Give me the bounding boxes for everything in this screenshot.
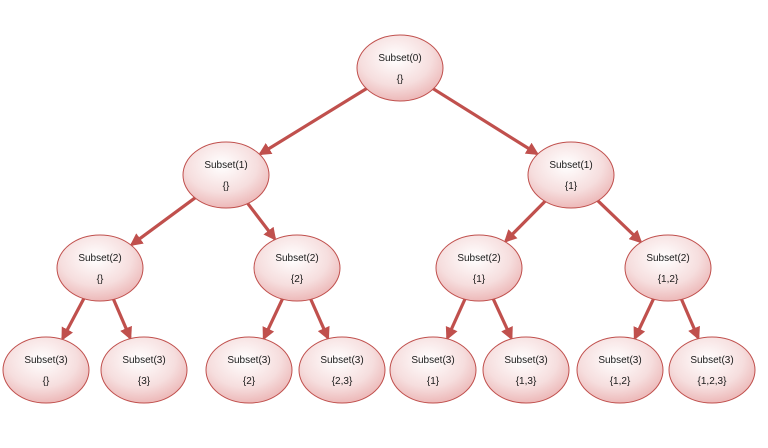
node-ellipse (298, 336, 386, 404)
node-ellipse (482, 336, 570, 404)
edge-arrow-n1b-n2c (503, 199, 547, 243)
nodes-layer: Subset(0){}Subset(1){}Subset(1){1}Subset… (2, 34, 756, 404)
tree-node: Subset(1) {} (182, 141, 270, 209)
tree-node: Subset(3) {} (2, 336, 90, 404)
tree-node: Subset(3) {1} (389, 336, 477, 404)
node-ellipse (356, 34, 444, 102)
node-ellipse (205, 336, 293, 404)
node-ellipse (253, 234, 341, 302)
edge-arrow-n2d-n3h (679, 297, 700, 341)
node-ellipse (56, 234, 144, 302)
node-title: Subset(3) (24, 355, 67, 366)
node-title: Subset(3) (320, 355, 363, 366)
edge-arrow-n1b-n2d (596, 198, 643, 244)
node-title: Subset(2) (275, 253, 318, 264)
tree-node: Subset(3) {1,2,3} (668, 336, 756, 404)
tree-node: Subset(3) {1,3} (482, 336, 570, 404)
tree-node: Subset(3) {3} (100, 336, 188, 404)
tree-node: Subset(3) {1,2} (576, 336, 664, 404)
node-title: Subset(3) (122, 355, 165, 366)
node-set-value: {1,2} (658, 274, 679, 285)
node-title: Subset(2) (646, 253, 689, 264)
node-set-value: {3} (138, 376, 151, 387)
tree-node: Subset(0) {} (356, 34, 444, 102)
tree-node: Subset(2) {} (56, 234, 144, 302)
edge-arrow-n1a-n2b (245, 201, 277, 241)
node-title: Subset(3) (411, 355, 454, 366)
node-set-value: {} (397, 74, 404, 85)
node-ellipse (576, 336, 664, 404)
node-set-value: {2,3} (332, 376, 353, 387)
node-set-value: {} (97, 274, 104, 285)
tree-node: Subset(2) {2} (253, 234, 341, 302)
node-ellipse (389, 336, 477, 404)
node-set-value: {1} (565, 181, 578, 192)
edge-arrow-n2a-n3a (61, 296, 86, 341)
node-set-value: {2} (243, 376, 256, 387)
node-title: Subset(3) (504, 355, 547, 366)
edge-arrow-n2c-n3f (491, 297, 513, 341)
node-set-value: {1} (427, 376, 440, 387)
node-title: Subset(1) (204, 160, 247, 171)
node-title: Subset(3) (227, 355, 270, 366)
edge-arrow-n2a-n3b (111, 297, 132, 341)
tree-node: Subset(3) {2} (205, 336, 293, 404)
node-title: Subset(3) (598, 355, 641, 366)
tree-node: Subset(3) {2,3} (298, 336, 386, 404)
edge-arrow-n0-n1b (431, 86, 539, 155)
edge-arrow-n2b-n3d (308, 297, 330, 341)
node-ellipse (435, 234, 523, 302)
edge-arrow-n2d-n3g (633, 297, 656, 341)
node-set-value: {1,2,3} (698, 376, 728, 387)
node-ellipse (668, 336, 756, 404)
node-set-value: {1,3} (516, 376, 537, 387)
node-title: Subset(2) (457, 253, 500, 264)
node-ellipse (2, 336, 90, 404)
node-set-value: {1,2} (610, 376, 631, 387)
node-ellipse (527, 141, 615, 209)
edge-arrow-n0-n1a (258, 86, 369, 156)
node-set-value: {} (223, 181, 230, 192)
node-title: Subset(2) (78, 253, 121, 264)
node-set-value: {1} (473, 274, 486, 285)
tree-node: Subset(2) {1,2} (624, 234, 712, 302)
node-title: Subset(1) (549, 160, 592, 171)
edge-arrow-n2b-n3c (262, 297, 285, 341)
node-title: Subset(0) (378, 53, 421, 64)
edge-arrow-n2c-n3e (445, 297, 467, 341)
edges-layer (61, 86, 700, 341)
edge-arrow-n1a-n2a (129, 195, 197, 247)
tree-node: Subset(2) {1} (435, 234, 523, 302)
node-title: Subset(3) (690, 355, 733, 366)
node-ellipse (100, 336, 188, 404)
tree-node: Subset(1) {1} (527, 141, 615, 209)
node-ellipse (624, 234, 712, 302)
node-ellipse (182, 141, 270, 209)
node-set-value: {2} (291, 274, 304, 285)
node-set-value: {} (43, 376, 50, 387)
